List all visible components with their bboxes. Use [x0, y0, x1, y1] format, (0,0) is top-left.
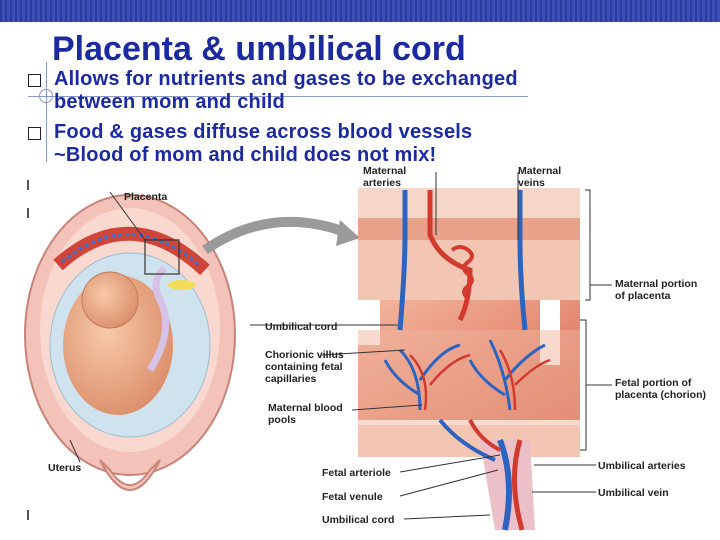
- label-maternal-pools-2: pools: [268, 414, 296, 426]
- label-chorionic-1: Chorionic villus: [265, 349, 344, 361]
- label-maternal-arteries-1: Maternal: [363, 165, 406, 177]
- bullet-2-rest: diffuse across blood vessels: [187, 121, 473, 143]
- label-chorionic-3: capillaries: [265, 373, 317, 385]
- label-maternal-portion-2: of placenta: [615, 290, 671, 302]
- placenta-detail: [358, 188, 580, 531]
- decorative-vertical-line: [46, 62, 47, 162]
- bullet-tick: [27, 208, 29, 218]
- label-maternal-arteries-2: arteries: [363, 177, 401, 189]
- bullet-1-line-1: Allows for nutrients and gases to be exc…: [54, 68, 518, 90]
- label-leaders: [69, 172, 612, 520]
- label-umbilical-arteries: Umbilical arteries: [598, 460, 686, 472]
- label-fetal-venule: Fetal venule: [322, 491, 383, 503]
- bullet-tick: [27, 510, 29, 520]
- label-umbilical-cord-mid: Umbilical cord: [265, 321, 337, 333]
- decorative-horizontal-line: [28, 96, 528, 97]
- label-fetal-arteriole: Fetal arteriole: [322, 467, 391, 479]
- bullet-square-icon: [28, 74, 41, 87]
- bullet-square-icon: [28, 127, 41, 140]
- bullet-tick: [27, 180, 29, 190]
- bullet-1-line-2: between mom and child: [54, 91, 285, 113]
- label-maternal-portion-1: Maternal portion: [615, 278, 697, 290]
- zoom-arrow: [202, 216, 347, 255]
- label-umbilical-vein: Umbilical vein: [598, 487, 669, 499]
- label-placenta: Placenta: [124, 191, 167, 203]
- label-fetal-portion-2: placenta (chorion): [615, 389, 706, 401]
- slide-title: Placenta & umbilical cord: [52, 30, 466, 68]
- bullet-2-text: Food & gases diffuse across blood vessel…: [54, 121, 472, 144]
- label-maternal-veins-2: veins: [518, 177, 545, 189]
- label-fetal-portion-1: Fetal portion of: [615, 377, 692, 389]
- zoom-arrow-head: [336, 220, 360, 246]
- note-text: ~Blood of mom and child does not mix!: [54, 144, 437, 162]
- uterus-illustration: [24, 194, 236, 491]
- top-banner: [0, 0, 720, 22]
- bullet-2-highlight: Food & gases: [54, 121, 188, 143]
- label-umbilical-cord-bottom: Umbilical cord: [322, 514, 394, 526]
- label-maternal-veins-1: Maternal: [518, 165, 561, 177]
- label-maternal-pools-1: Maternal blood: [268, 402, 343, 414]
- label-uterus: Uterus: [48, 462, 81, 474]
- label-chorionic-2: containing fetal: [265, 361, 343, 373]
- decorative-crosshair-icon: [39, 89, 53, 103]
